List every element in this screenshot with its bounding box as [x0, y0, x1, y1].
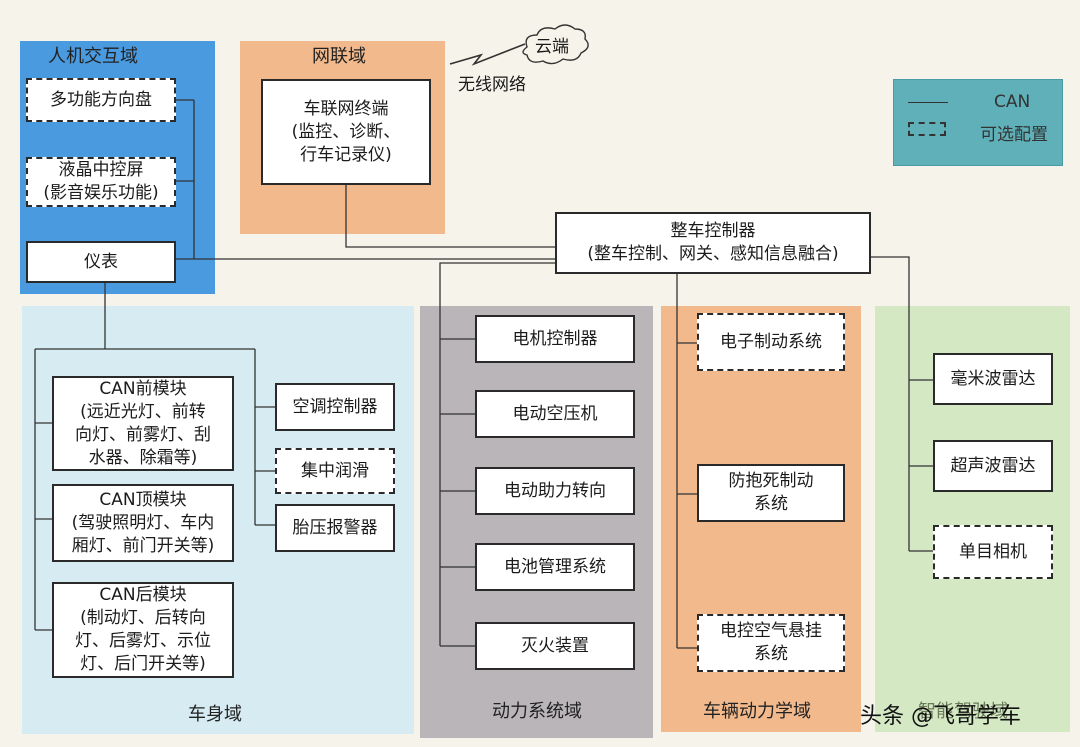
electric-air-compressor: 电动空压机: [475, 390, 635, 438]
lcd-center-screen: 液晶中控屏 (影音娱乐功能): [26, 157, 176, 207]
electronic-braking-system: 电子制动系统: [697, 313, 845, 371]
electronic-air-suspension: 电控空气悬挂 系统: [697, 614, 845, 672]
wireless-network-label: 无线网络: [458, 75, 526, 95]
ultrasonic-radar: 超声波雷达: [933, 440, 1053, 492]
legend-optional-label: 可选配置: [980, 125, 1048, 145]
hmi-domain-label: 人机交互域: [48, 46, 138, 67]
legend-can-label: CAN: [994, 92, 1031, 112]
vehicle-control-unit: 整车控制器 (整车控制、网关、感知信息融合): [555, 212, 871, 274]
legend-solid-line: [908, 102, 948, 103]
body-domain-label: 车身域: [188, 704, 242, 725]
electric-power-steering: 电动助力转向: [475, 467, 635, 515]
can-top-module: CAN顶模块 (驾驶照明灯、车内 厢灯、前门开关等): [52, 484, 234, 562]
adas-domain-label: 智能驾驶域: [918, 701, 1008, 722]
mono-camera: 单目相机: [933, 525, 1053, 579]
multifunction-steering-wheel: 多功能方向盘: [26, 78, 176, 122]
powertrain-domain-label: 动力系统域: [492, 701, 582, 722]
can-front-module: CAN前模块 (远近光灯、前转 向灯、前雾灯、刮 水器、除霜等): [52, 376, 234, 471]
telematics-terminal: 车联网终端 (监控、诊断、 行车记录仪): [261, 79, 431, 185]
ac-controller: 空调控制器: [275, 383, 395, 431]
telematics-domain-label: 网联域: [312, 46, 366, 67]
battery-management-system: 电池管理系统: [475, 543, 635, 591]
watermark: 头条 @飞哥学车: [860, 704, 1021, 729]
mmw-radar: 毫米波雷达: [933, 353, 1053, 405]
legend-dashed-box: [908, 122, 946, 136]
legend: CAN 可选配置: [893, 79, 1063, 166]
central-lubrication: 集中润滑: [275, 448, 395, 494]
chassis-domain-label: 车辆动力学域: [703, 701, 811, 722]
anti-lock-braking-system: 防抱死制动 系统: [697, 464, 845, 522]
tire-pressure-alarm: 胎压报警器: [275, 504, 395, 552]
can-rear-module: CAN后模块 (制动灯、后转向 灯、后雾灯、示位 灯、后门开关等): [52, 582, 234, 678]
fire-extinguisher: 灭火装置: [475, 622, 635, 670]
motor-controller: 电机控制器: [475, 315, 635, 363]
instrument-cluster: 仪表: [26, 241, 176, 283]
cloud-label: 云端: [535, 37, 569, 57]
